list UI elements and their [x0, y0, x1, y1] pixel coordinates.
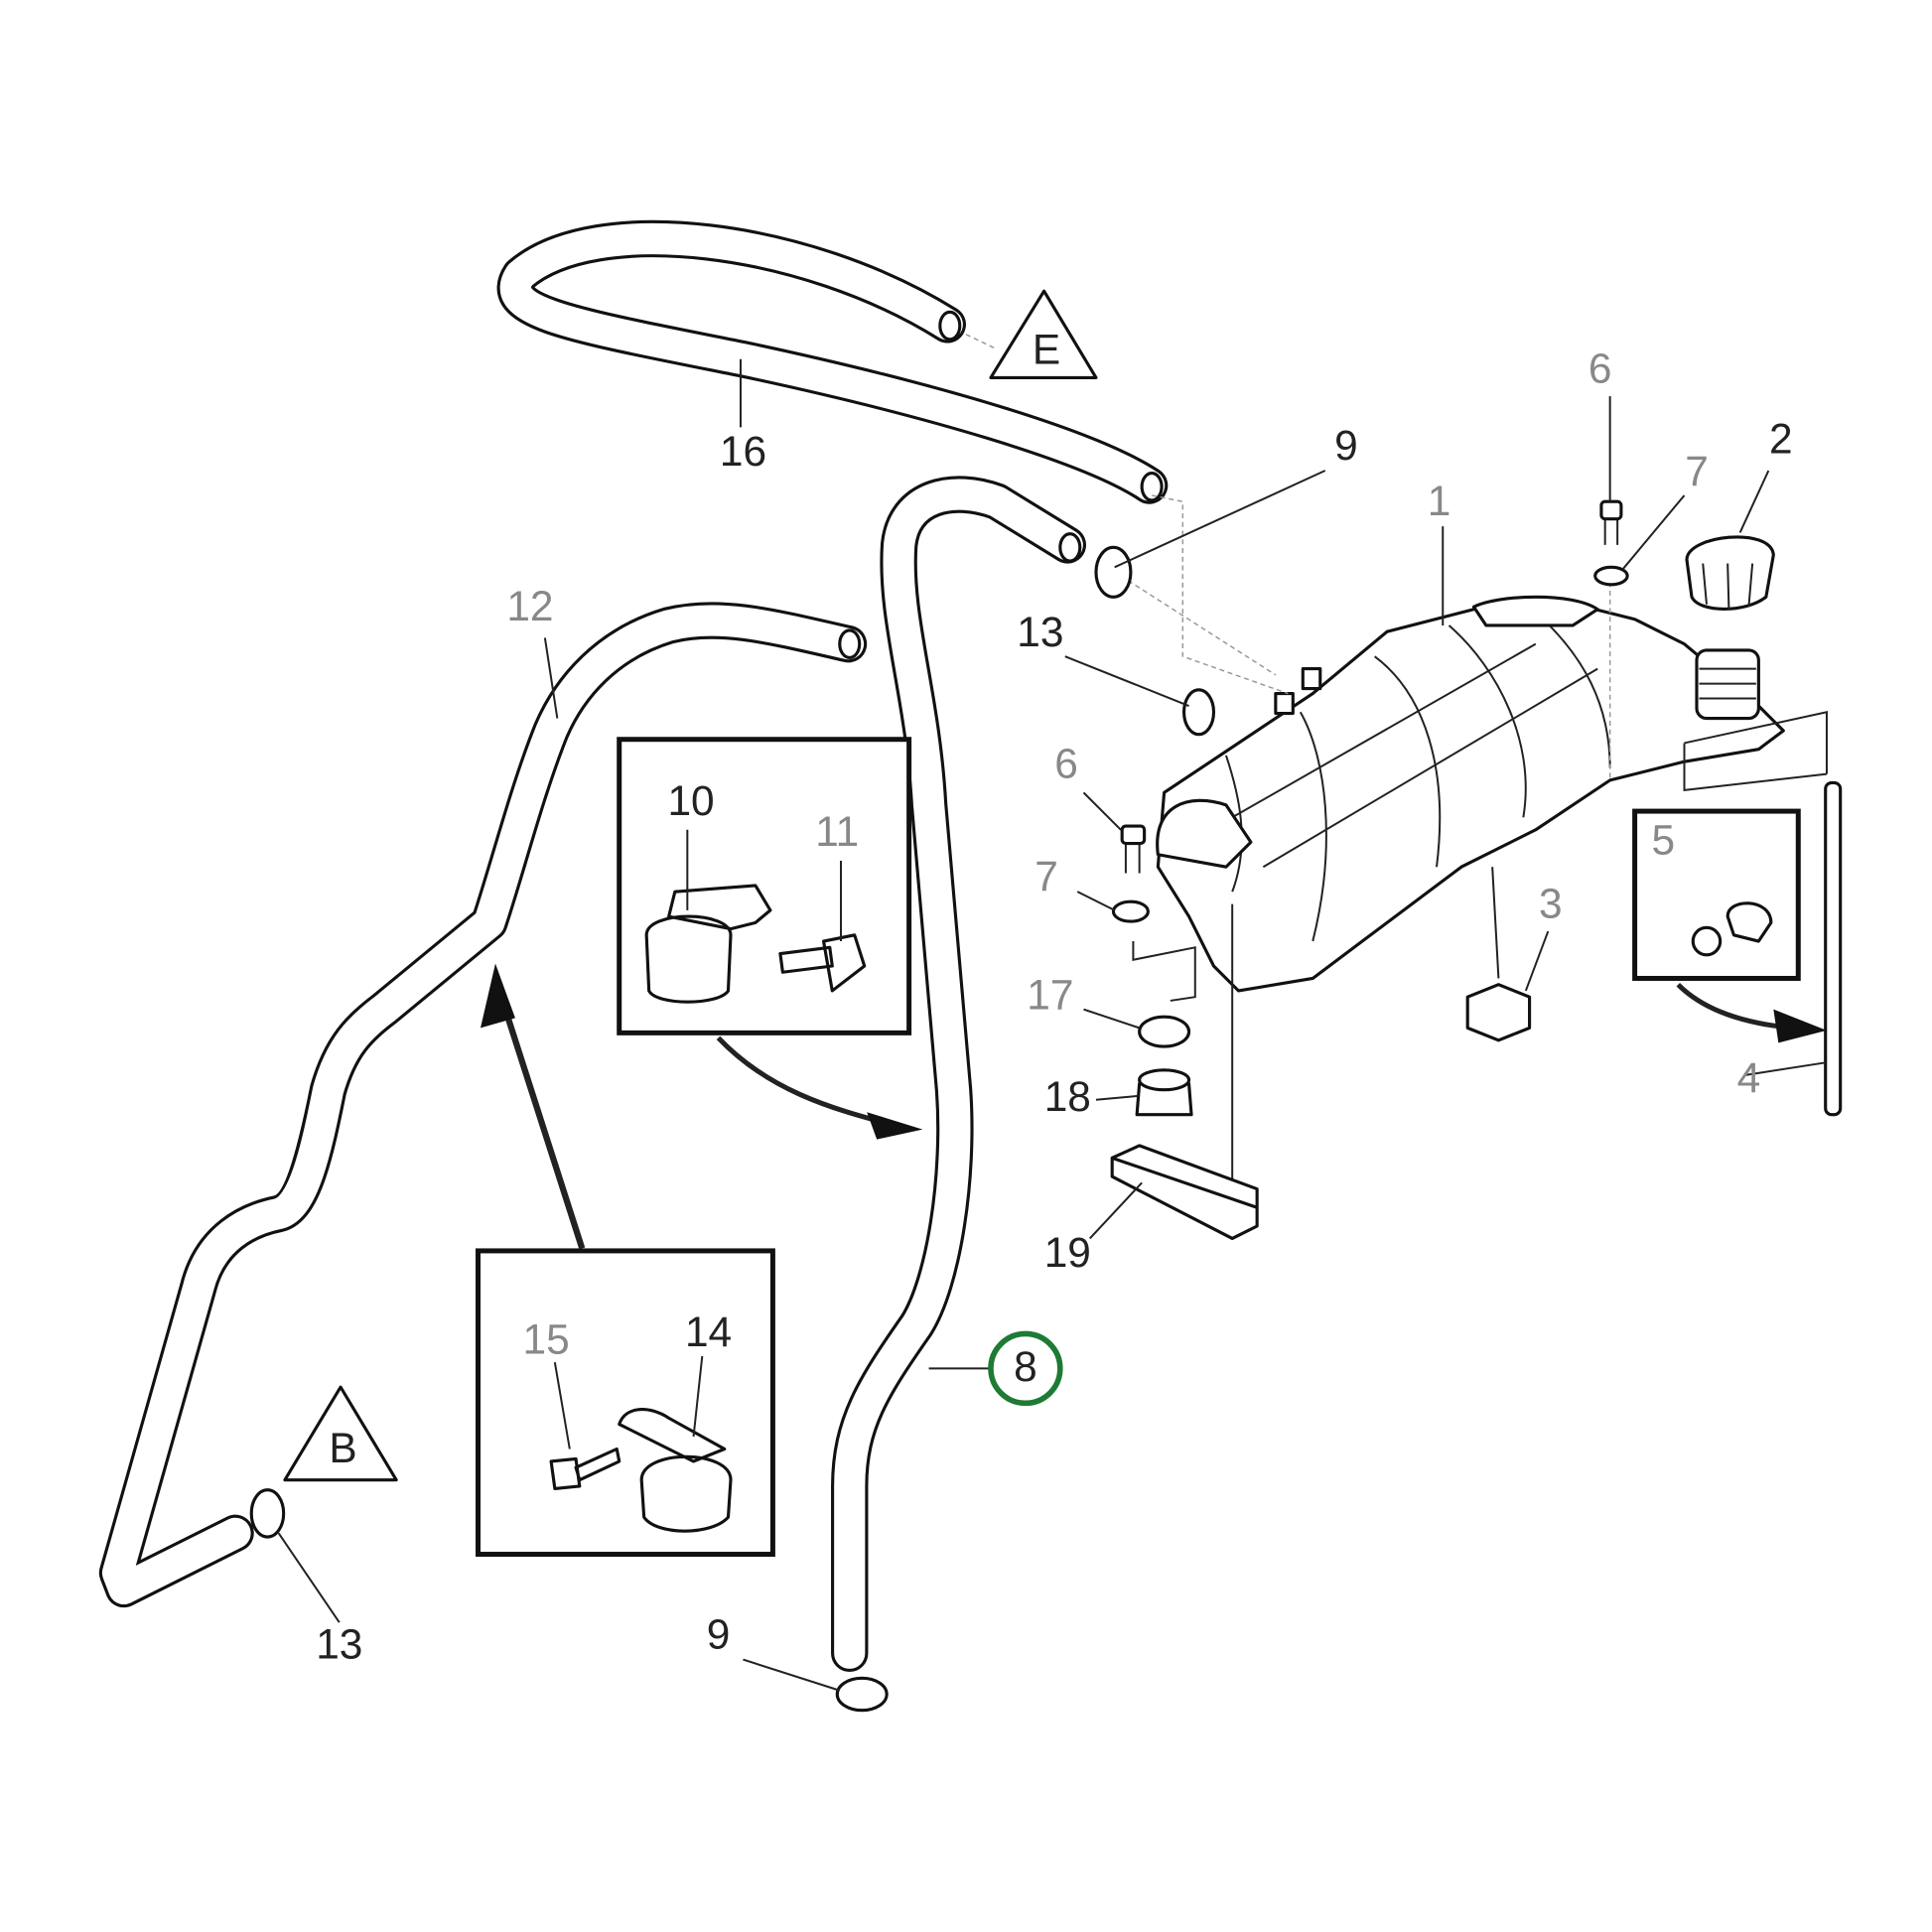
bracket-19[interactable]: [1110, 1144, 1259, 1240]
clamp-9-top[interactable]: [1094, 545, 1133, 599]
label-15[interactable]: 15: [523, 1315, 570, 1362]
washer-7[interactable]: [1593, 565, 1629, 587]
label-8[interactable]: 8: [1014, 1343, 1037, 1390]
label-14[interactable]: 14: [685, 1309, 732, 1355]
label-6-left[interactable]: 6: [1054, 740, 1078, 786]
screw-6-left[interactable]: [1120, 824, 1147, 846]
grommet-18[interactable]: [1135, 1068, 1193, 1117]
label-11[interactable]: 11: [815, 808, 859, 855]
hose-4[interactable]: [1824, 780, 1843, 1117]
svg-text:B: B: [329, 1425, 356, 1471]
clamp-13-bottom[interactable]: [249, 1488, 286, 1539]
detail-box-5: [1632, 808, 1827, 1043]
o-ring-17[interactable]: [1138, 1015, 1191, 1048]
label-10[interactable]: 10: [667, 777, 714, 824]
detail-box-10-11: [617, 737, 923, 1140]
label-6[interactable]: 6: [1588, 345, 1612, 391]
label-9[interactable]: 9: [1334, 422, 1358, 469]
reference-marker-E: E: [989, 289, 1098, 380]
label-16[interactable]: 16: [720, 428, 766, 475]
label-2[interactable]: 2: [1769, 416, 1793, 463]
screw-6[interactable]: [1599, 499, 1623, 521]
clamp-9-bottom[interactable]: [835, 1676, 889, 1713]
expansion-tank[interactable]: [1156, 595, 1785, 993]
label-13-bottom[interactable]: 13: [316, 1620, 362, 1667]
hose-12[interactable]: [98, 602, 868, 1608]
hose-8[interactable]: [831, 476, 1087, 1673]
label-19[interactable]: 19: [1044, 1229, 1091, 1276]
label-4[interactable]: 4: [1737, 1054, 1761, 1101]
label-1[interactable]: 1: [1428, 478, 1451, 524]
hose-16[interactable]: [496, 219, 1169, 504]
label-3[interactable]: 3: [1539, 880, 1563, 926]
label-7[interactable]: 7: [1685, 448, 1709, 494]
level-sensor-3[interactable]: [1465, 867, 1532, 1042]
label-12[interactable]: 12: [506, 583, 553, 629]
label-9-bottom[interactable]: 9: [707, 1610, 731, 1657]
filler-cap-2[interactable]: [1685, 535, 1775, 611]
clamp-13-top[interactable]: [1181, 688, 1216, 737]
reference-marker-B: B: [283, 1385, 398, 1482]
label-13[interactable]: 13: [1017, 609, 1063, 655]
svg-text:E: E: [1033, 327, 1060, 373]
detail-box-14-15: [476, 963, 775, 1558]
washer-7-left[interactable]: [1111, 899, 1150, 923]
label-7-left[interactable]: 7: [1035, 853, 1058, 899]
label-17[interactable]: 17: [1027, 972, 1073, 1019]
highlight-ring: [988, 1330, 1063, 1407]
highlighted-label-8[interactable]: 8: [988, 1330, 1063, 1407]
label-5[interactable]: 5: [1652, 817, 1676, 864]
label-18[interactable]: 18: [1044, 1073, 1091, 1120]
